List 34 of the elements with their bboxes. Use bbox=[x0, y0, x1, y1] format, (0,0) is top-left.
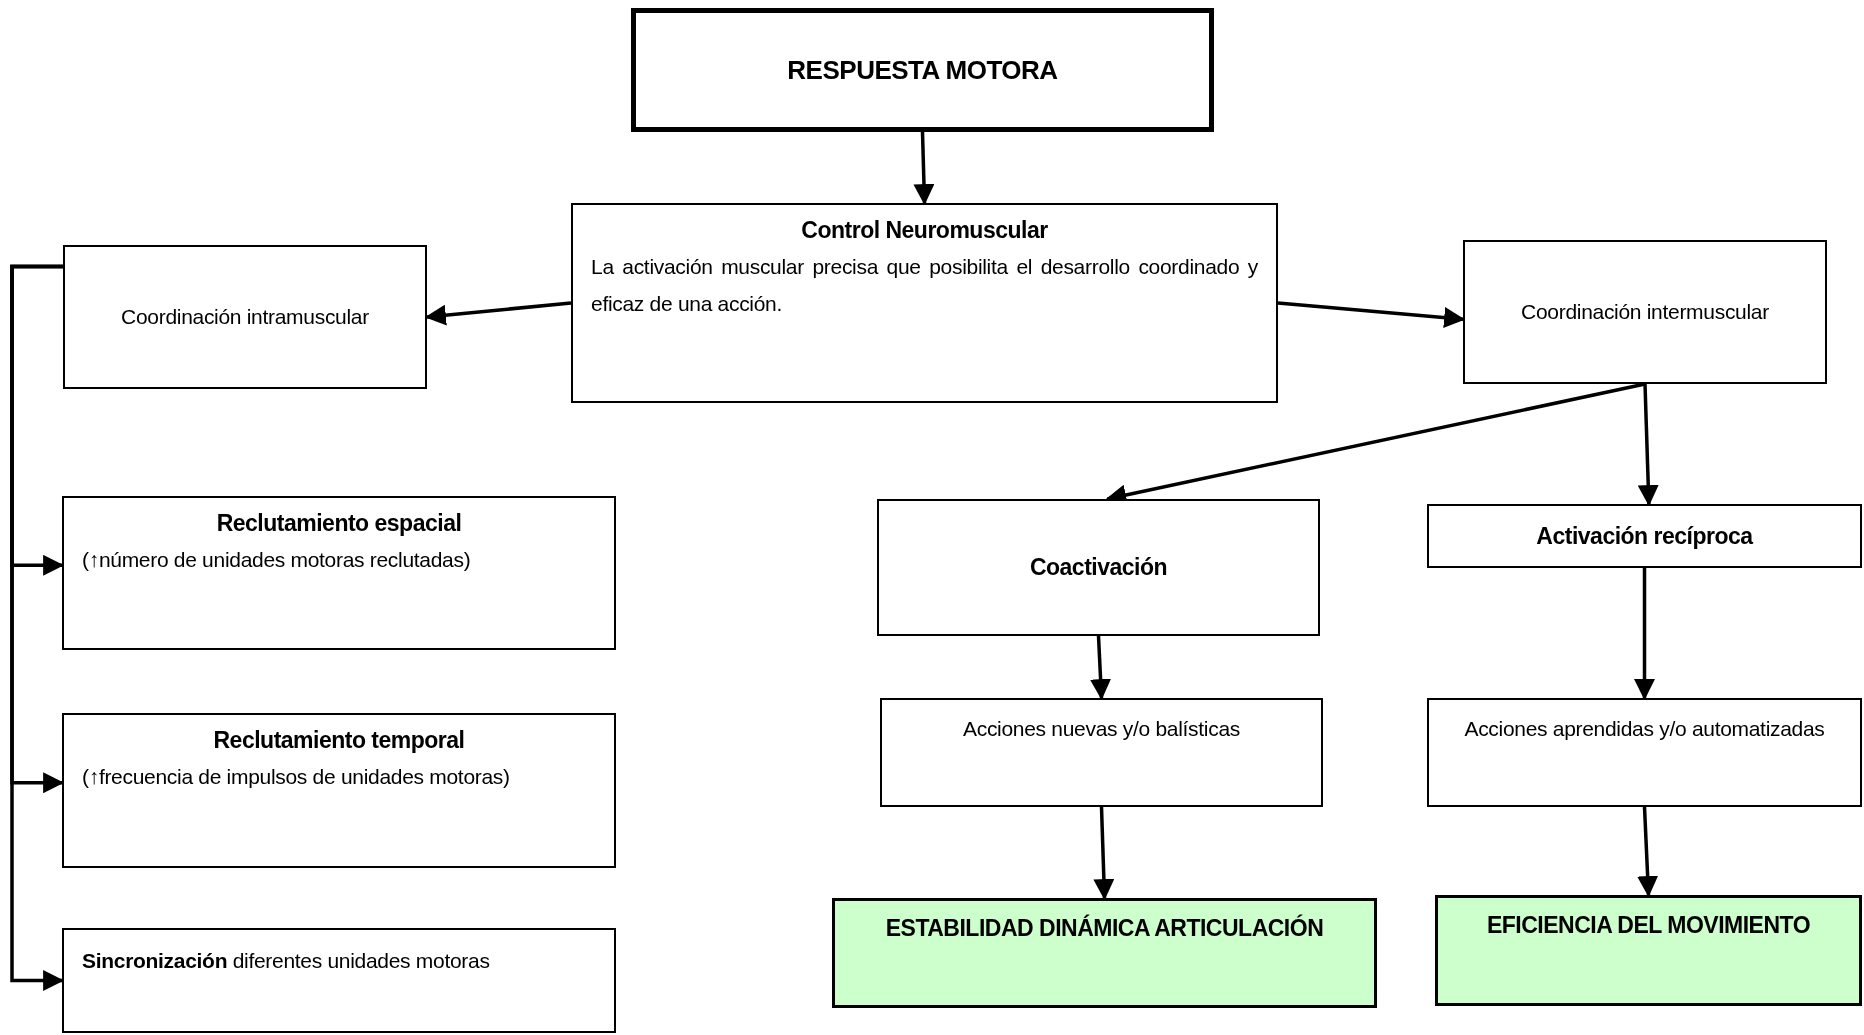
arrow bbox=[1634, 568, 1655, 701]
box-description: La activación muscular precisa que posibilita el desarrollo coordinado y eficaz de una acción. bbox=[591, 253, 1258, 318]
box-title: Reclutamiento temporal bbox=[212, 726, 466, 755]
box-label: Coordinación intermuscular bbox=[1520, 299, 1770, 326]
box-description: Sincronización diferentes unidades motoras bbox=[82, 948, 491, 974]
box-label: Coordinación intramuscular bbox=[120, 304, 370, 331]
box-description: (↑frecuencia de impulsos de unidades motoras) bbox=[82, 763, 511, 790]
concept-box bbox=[62, 713, 616, 868]
box-title: Coactivación bbox=[1028, 553, 1169, 583]
concept-box bbox=[1463, 240, 1827, 384]
arrow bbox=[1090, 635, 1112, 701]
arrow bbox=[913, 131, 935, 206]
concept-box bbox=[877, 499, 1320, 636]
concept-box bbox=[880, 698, 1323, 807]
concept-box bbox=[62, 928, 616, 1033]
box-label: Acciones nuevas y/o balísticas bbox=[962, 716, 1241, 742]
box-title: Activación recíproca bbox=[1535, 521, 1755, 551]
box-title: Reclutamiento espacial bbox=[215, 509, 463, 538]
concept-box bbox=[1427, 504, 1862, 568]
concept-box bbox=[631, 8, 1214, 132]
result-box bbox=[1435, 895, 1862, 1006]
box-title: Control Neuromuscular bbox=[800, 216, 1049, 245]
box-label: Acciones aprendidas y/o automatizadas bbox=[1463, 716, 1826, 742]
result-box bbox=[832, 898, 1377, 1008]
concept-box bbox=[571, 203, 1278, 403]
concept-box bbox=[1427, 698, 1862, 807]
box-title: EFICIENCIA DEL MOVIMIENTO bbox=[1485, 911, 1812, 940]
box-title: ESTABILIDAD DINÁMICA ARTICULACIÓN bbox=[884, 913, 1325, 943]
concept-box bbox=[62, 496, 616, 650]
box-title: RESPUESTA MOTORA bbox=[786, 53, 1059, 87]
arrow bbox=[1637, 383, 1659, 507]
arrow bbox=[10, 264, 65, 991]
concept-box bbox=[63, 245, 427, 389]
box-description: (↑número de unidades motoras reclutadas) bbox=[82, 546, 472, 573]
